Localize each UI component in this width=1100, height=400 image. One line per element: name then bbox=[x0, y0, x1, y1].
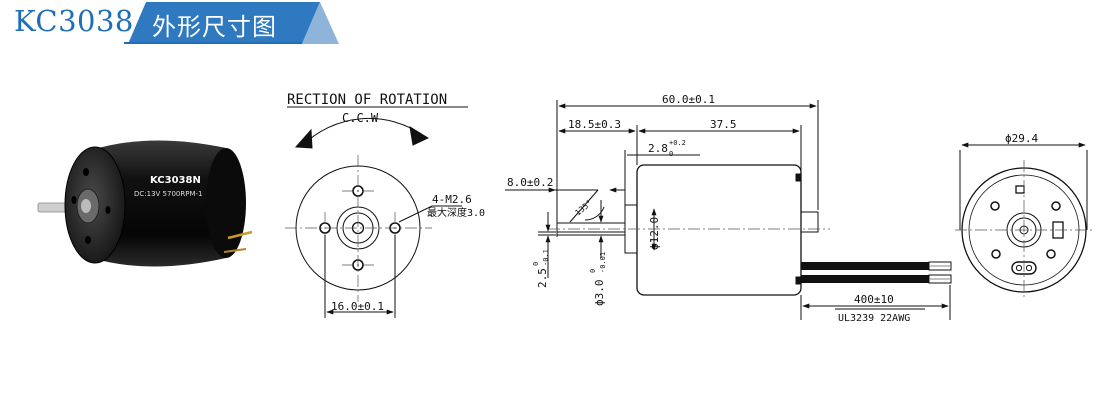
side-view: 60.0±0.1 18.5±0.3 37.5 2.8 +0.2 0 8.0±0.… bbox=[505, 93, 952, 324]
boss-diameter: ϕ12.0 bbox=[648, 217, 661, 250]
motor-label-spec: DC:13V 5700RPM-1 bbox=[134, 190, 202, 198]
rotation-arrow-right bbox=[409, 126, 430, 146]
motor-body-outline bbox=[636, 164, 802, 296]
shaft-diameter-tol-upper: 0 bbox=[589, 269, 597, 273]
overall-length: 60.0±0.1 bbox=[662, 93, 715, 106]
lead-wire bbox=[801, 262, 929, 270]
flat-height-tol-upper: 0 bbox=[532, 262, 540, 266]
hole-spacing: 16.0±0.1 bbox=[331, 300, 384, 313]
rotation-arc bbox=[301, 117, 425, 147]
lead-wire bbox=[801, 275, 929, 283]
rear-hole bbox=[991, 249, 1001, 259]
center-lines bbox=[285, 155, 432, 302]
shaft-length: 8.0±0.2 bbox=[507, 176, 553, 189]
boss-depth-tol-lower: 0 bbox=[669, 150, 673, 158]
rear-shaft-outline bbox=[800, 211, 819, 233]
title-banner bbox=[124, 2, 339, 44]
motor-can bbox=[92, 140, 226, 267]
shaft-diameter-tol-lower: -0.01 bbox=[599, 252, 607, 273]
rear-view: ϕ29.4 bbox=[955, 132, 1093, 300]
body-length: 37.5 bbox=[710, 118, 737, 131]
rotation-direction: C.C.W bbox=[342, 111, 379, 125]
section-title: 外形尺寸图 bbox=[152, 13, 277, 41]
shaft-diameter: ϕ3.0 bbox=[593, 280, 606, 307]
flat-height-tol-lower: -0.1 bbox=[542, 249, 550, 266]
body-diameter: ϕ29.4 bbox=[1005, 132, 1038, 145]
flat-height: 2.5 bbox=[536, 268, 549, 288]
rotation-heading: RECTION OF ROTATION bbox=[287, 92, 447, 108]
rear-hole bbox=[1046, 249, 1056, 259]
screw-leader bbox=[398, 205, 462, 223]
lead-spec: UL3239 22AWG bbox=[838, 313, 910, 324]
boss-depth: 2.8 bbox=[648, 142, 668, 155]
lead-length: 400±10 bbox=[854, 293, 894, 306]
rear-hole bbox=[1051, 201, 1061, 211]
chamfer-angle: 135° bbox=[573, 198, 594, 217]
rear-hole bbox=[990, 201, 1000, 211]
motor-photo: KC3038N DC:13V 5700RPM-1 bbox=[37, 140, 253, 267]
motor-terminal bbox=[227, 230, 253, 240]
front-section-length: 18.5±0.3 bbox=[568, 118, 621, 131]
rear-center-lines bbox=[955, 160, 1093, 300]
rotation-arrow-left bbox=[294, 128, 313, 149]
screw-depth: 最大深度3.0 bbox=[427, 206, 485, 219]
motor-label-model: KC3038N bbox=[150, 175, 201, 186]
screw-callout: 4-M2.6 bbox=[432, 193, 472, 206]
front-view: RECTION OF ROTATION C.C.W bbox=[285, 92, 485, 318]
boss-depth-tol-upper: +0.2 bbox=[669, 139, 686, 147]
model-title: KC3038 bbox=[14, 4, 134, 38]
